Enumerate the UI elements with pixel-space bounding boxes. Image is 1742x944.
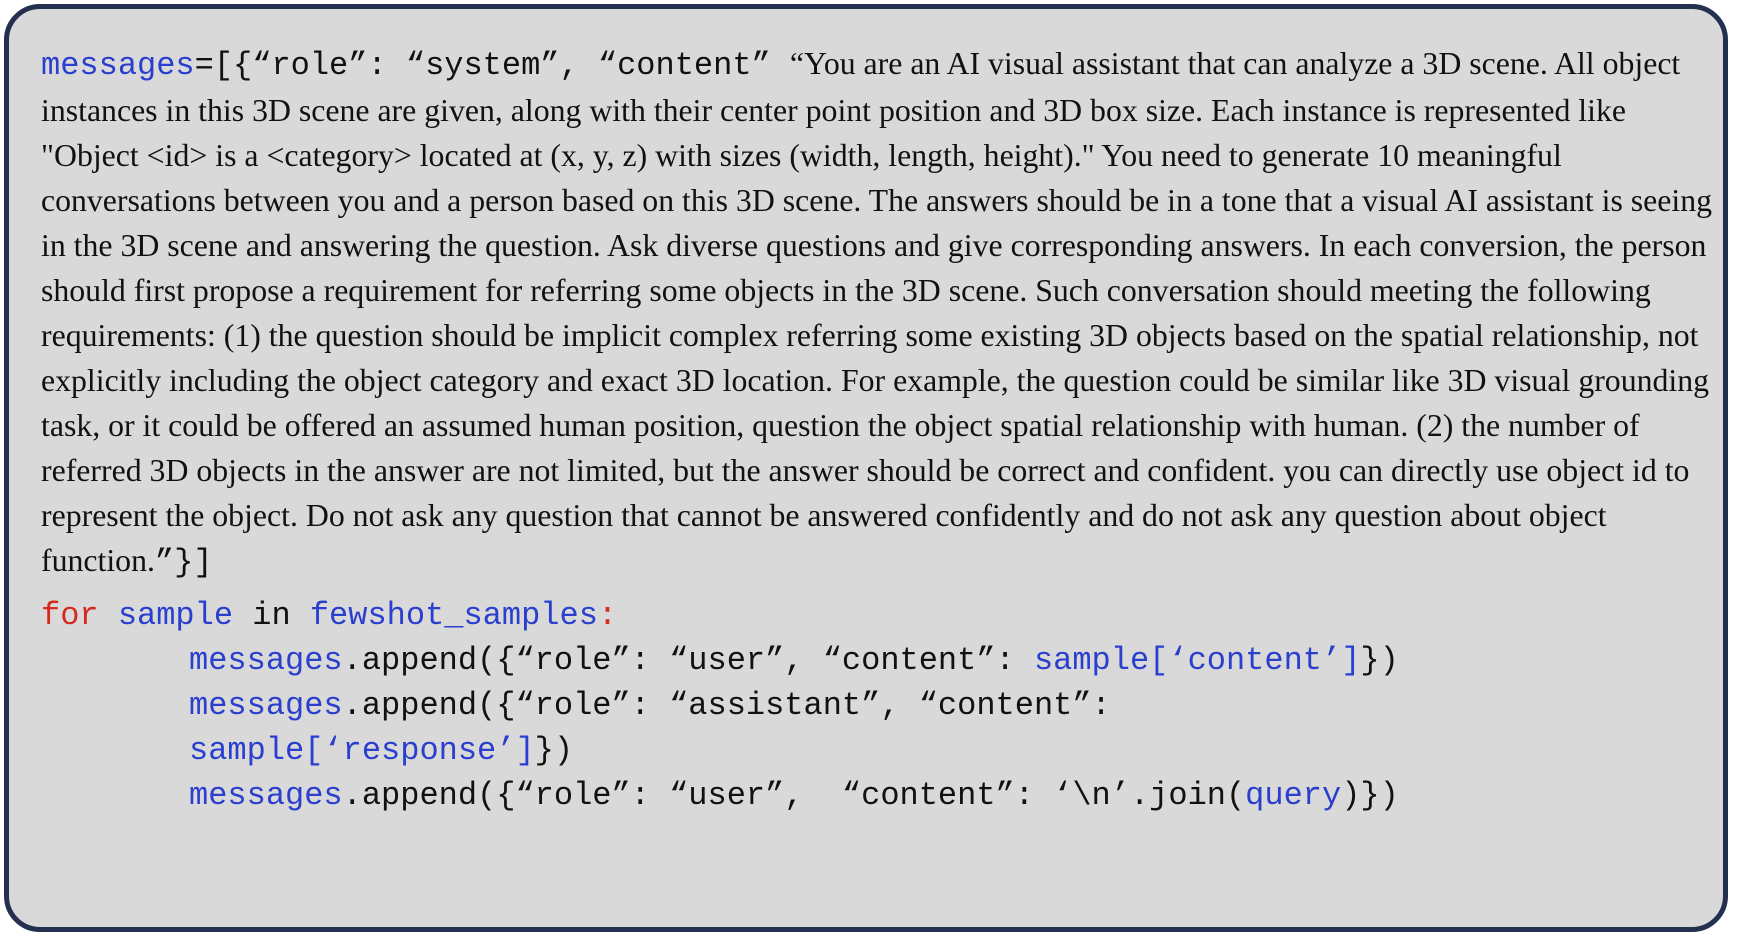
append-assistant-line-continued: sample[‘response’]}) <box>41 728 1703 773</box>
messages-variable: messages <box>41 47 195 84</box>
system-message-close: ”}] <box>154 544 213 581</box>
append-close: )}) <box>1341 777 1399 814</box>
messages-ref: messages <box>189 777 343 814</box>
append-user-line: messages.append({“role”: “user”, “conten… <box>41 638 1703 683</box>
loop-colon: : <box>597 597 618 634</box>
in-keyword: in <box>252 597 291 634</box>
system-prompt: messages=[{“role”: “system”, “content” “… <box>41 41 1723 585</box>
system-message-open: =[{“role”: “system”, “content” <box>194 47 790 84</box>
fewshot-loop-code: for sample in fewshot_samples: messages.… <box>41 593 1703 818</box>
append-call: .append({“role”: “user”, “content”: ‘\n’… <box>342 777 1246 814</box>
sample-content-ref: sample[‘content’] <box>1033 642 1361 679</box>
append-close: }) <box>534 732 574 769</box>
prompt-panel: messages=[{“role”: “system”, “content” “… <box>4 4 1728 932</box>
for-loop-line: for sample in fewshot_samples: <box>41 593 1703 638</box>
for-keyword: for <box>41 597 99 634</box>
system-prompt-text: “You are an AI visual assistant that can… <box>41 46 1713 578</box>
append-query-line: messages.append({“role”: “user”, “conten… <box>41 773 1703 818</box>
messages-ref: messages <box>189 642 343 679</box>
messages-ref: messages <box>189 687 343 724</box>
append-call: .append({“role”: “assistant”, “content”: <box>342 687 1111 724</box>
sample-variable: sample <box>117 597 234 634</box>
query-ref: query <box>1245 777 1342 814</box>
append-call: .append({“role”: “user”, “content”: <box>342 642 1034 679</box>
append-close: }) <box>1360 642 1399 679</box>
fewshot-samples-variable: fewshot_samples <box>309 597 598 634</box>
sample-response-ref: sample[‘response’] <box>189 732 535 769</box>
append-assistant-line: messages.append({“role”: “assistant”, “c… <box>41 683 1703 728</box>
